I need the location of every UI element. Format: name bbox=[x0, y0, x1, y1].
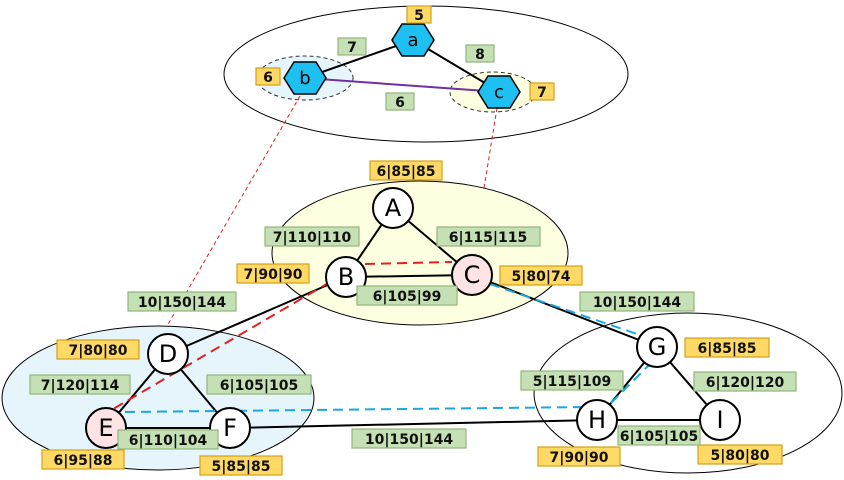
tag-node-G: 6|85|85 bbox=[684, 337, 770, 358]
dash-red-B-E bbox=[107, 281, 331, 413]
tag-edge-E-F: 6|110|104 bbox=[117, 429, 219, 450]
tag-edge-G-H: 5|115|109 bbox=[520, 370, 624, 391]
tag-top-c-text: 7 bbox=[537, 85, 547, 101]
tag-edge-G-I: 6|120|120 bbox=[693, 371, 797, 392]
hex-node-b-label: b bbox=[299, 68, 310, 89]
tag-edge-D-F: 6|105|105 bbox=[206, 374, 312, 395]
edge-F-H bbox=[229, 419, 598, 429]
dash-cyan-E-H bbox=[124, 406, 591, 413]
tag-node-H: 7|90|90 bbox=[537, 446, 621, 467]
tag-edge-D-F-text: 6|105|105 bbox=[220, 378, 298, 394]
tag-node-H-text: 7|90|90 bbox=[550, 450, 609, 466]
tag-top-b-text: 6 bbox=[263, 70, 273, 86]
tag-top-a-text: 5 bbox=[414, 8, 424, 24]
hex-node-a: a bbox=[391, 23, 435, 57]
tag-top-ac-text: 8 bbox=[475, 47, 485, 63]
tag-node-B: 7|90|90 bbox=[236, 263, 310, 284]
tag-node-G-text: 6|85|85 bbox=[698, 341, 757, 357]
edge-b-c bbox=[304, 77, 501, 93]
tag-top-ab-text: 7 bbox=[347, 40, 357, 56]
node-C-label: C bbox=[464, 261, 481, 289]
tag-node-F-text: 5|85|85 bbox=[212, 459, 271, 475]
node-I-label: I bbox=[716, 406, 723, 434]
tag-edge-H-I: 6|105|105 bbox=[617, 425, 701, 446]
tag-edge-A-B-text: 7|110|110 bbox=[273, 230, 352, 246]
node-A-label: A bbox=[385, 194, 402, 222]
tag-node-D: 7|80|80 bbox=[56, 339, 140, 360]
tag-edge-F-H: 10|150|144 bbox=[351, 428, 467, 449]
dash-red-B-C bbox=[364, 261, 453, 265]
tag-node-C-text: 5|80|74 bbox=[512, 269, 571, 285]
hex-node-a-label: a bbox=[407, 30, 418, 51]
tag-edge-D-E: 7|120|114 bbox=[29, 374, 131, 395]
tag-top-b: 6 bbox=[255, 67, 281, 86]
tag-top-ac: 8 bbox=[465, 44, 495, 63]
tag-edge-C-G-text: 10|150|144 bbox=[593, 295, 681, 311]
edge-B-C bbox=[345, 274, 473, 278]
edge-a-b bbox=[304, 39, 414, 79]
node-G: G bbox=[636, 326, 678, 368]
tag-edge-B-C-text: 6|105|99 bbox=[373, 289, 442, 305]
tag-node-F: 5|85|85 bbox=[199, 455, 283, 476]
tag-edge-A-C: 6|115|115 bbox=[436, 226, 541, 247]
hex-node-c: c bbox=[477, 75, 521, 109]
node-A: A bbox=[372, 187, 414, 229]
node-B: B bbox=[325, 256, 367, 298]
node-D: D bbox=[147, 333, 189, 375]
region-ghi bbox=[533, 312, 843, 474]
tag-edge-B-C: 6|105|99 bbox=[356, 285, 458, 306]
mapping-b-to-e bbox=[107, 95, 301, 429]
node-C: C bbox=[451, 254, 493, 296]
tag-node-I: 5|80|80 bbox=[697, 444, 783, 465]
tag-edge-G-I-text: 6|120|120 bbox=[706, 375, 785, 391]
tag-node-B-text: 7|90|90 bbox=[244, 267, 303, 283]
tag-edge-D-E-text: 7|120|114 bbox=[41, 378, 120, 394]
tag-top-bc: 6 bbox=[385, 92, 415, 111]
node-D-label: D bbox=[159, 340, 177, 368]
tag-edge-B-D: 10|150|144 bbox=[127, 291, 237, 312]
tag-edge-E-F-text: 6|110|104 bbox=[129, 433, 208, 449]
tag-top-ab: 7 bbox=[337, 37, 367, 56]
hex-node-b: b bbox=[283, 61, 327, 95]
tag-edge-B-D-text: 10|150|144 bbox=[138, 295, 226, 311]
dash-cyan-G-H bbox=[609, 361, 653, 405]
node-F-label: F bbox=[223, 414, 237, 442]
tag-node-E-text: 6|95|88 bbox=[54, 453, 113, 469]
node-B-label: B bbox=[338, 263, 354, 291]
tag-top-a: 5 bbox=[406, 5, 432, 24]
tag-node-I-text: 5|80|80 bbox=[711, 448, 770, 464]
edge-C-G bbox=[471, 274, 658, 348]
node-I: I bbox=[699, 399, 741, 441]
tag-edge-G-H-text: 5|115|109 bbox=[533, 374, 611, 390]
node-G-label: G bbox=[648, 333, 667, 361]
node-H-label: H bbox=[588, 406, 606, 434]
tag-top-c: 7 bbox=[529, 82, 555, 101]
hex-node-c-label: c bbox=[494, 82, 504, 103]
tag-top-bc-text: 6 bbox=[395, 95, 405, 111]
tag-node-D-text: 7|80|80 bbox=[69, 343, 128, 359]
tag-edge-F-H-text: 10|150|144 bbox=[365, 432, 453, 448]
tag-node-E: 6|95|88 bbox=[41, 449, 125, 470]
tag-edge-C-G: 10|150|144 bbox=[579, 291, 695, 312]
dash-cyan-C-G bbox=[489, 283, 641, 336]
node-E-label: E bbox=[98, 414, 113, 442]
tag-edge-A-C-text: 6|115|115 bbox=[449, 230, 527, 246]
edge-B-D bbox=[167, 276, 347, 355]
tag-edge-H-I-text: 6|105|105 bbox=[620, 429, 698, 445]
node-E: E bbox=[85, 407, 127, 449]
tag-node-A-text: 6|85|85 bbox=[377, 164, 436, 180]
node-F: F bbox=[209, 407, 251, 449]
tag-edge-A-B: 7|110|110 bbox=[264, 226, 360, 247]
node-H: H bbox=[576, 399, 618, 441]
tag-node-A: 6|85|85 bbox=[369, 160, 443, 181]
tag-node-C: 5|80|74 bbox=[499, 265, 583, 286]
